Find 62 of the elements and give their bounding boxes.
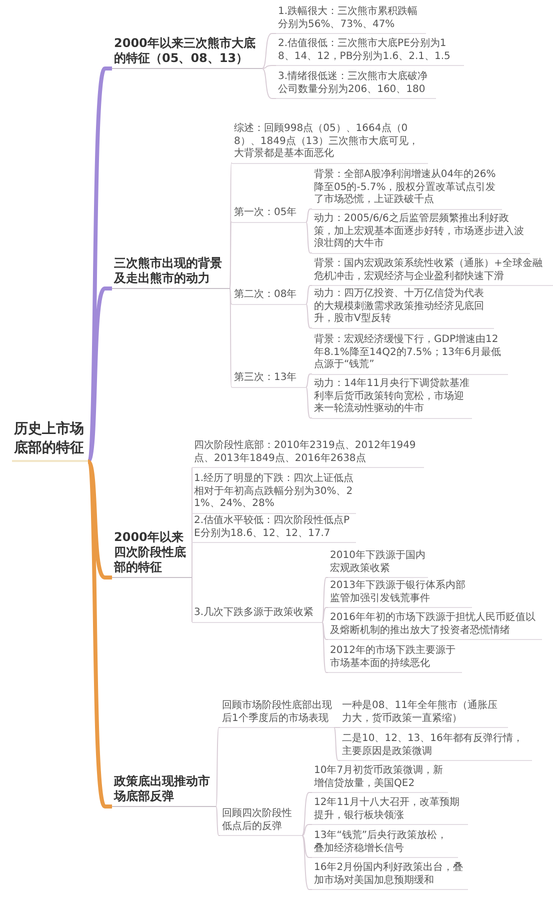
branch-line xyxy=(262,68,276,99)
branch-line xyxy=(230,288,232,388)
subtopic: 四次阶段性底部：2010年2319点、2012年1949点、2013年1849点、2016年2638点 xyxy=(192,440,424,468)
subtopic: 13年“钱荒”后央行政策放松，叠加经济稳增长信号 xyxy=(312,830,458,858)
branch-line xyxy=(230,288,232,304)
main-topic: 政策底出现推动市场底部反弹 xyxy=(112,774,216,807)
branch-line xyxy=(334,727,340,728)
branch-line xyxy=(302,835,312,890)
subtopic: 第一次：05年 xyxy=(232,207,306,222)
branch-line xyxy=(86,286,112,463)
subtopic: 2016年年初的市场下跌源于担忧人民币贬值以及熔断机制的推出放大了投资者恐慌情绪 xyxy=(328,612,542,640)
subtopic: 第二次：08年 xyxy=(232,289,306,304)
subtopic: 动力：2005/6/6之后监管层频繁推出利好政策，加上宏观基本面逐步好转，市场逐步进入波浪壮阔的大牛市 xyxy=(312,213,530,254)
subtopic: 2.估值水平较低：四次阶段性低点PE分别为18.6、12、12、17.7 xyxy=(192,515,356,543)
subtopic: 3.情绪很低迷：三次熊市大底破净公司数量分别为206、160、180 xyxy=(276,71,436,99)
branch-line xyxy=(86,460,112,580)
main-topic: 2000年以来三次熊市大底的特征（05、08、13） xyxy=(112,36,262,69)
central-topic: 历史上市场底部的特征 xyxy=(12,420,88,462)
subtopic: 动力：四万亿投资、十万亿信贷为代表的大规模刺激需求政策推动经济见底回升，股市V型反转 xyxy=(312,288,494,328)
subtopic: 第三次：13年 xyxy=(232,372,306,388)
branch-line xyxy=(306,222,312,254)
subtopic: 2012年的市场下跌主要源于市场基本面的持续恶化 xyxy=(328,645,462,673)
subtopic: 2010年下跌源于国内宏观政策收紧 xyxy=(328,550,428,578)
subtopic: 一种是08、11年全年熊市（通胀压力大，货币政策一直紧缩） xyxy=(340,700,508,728)
main-topic: 2000年以来四次阶段性底部的特征 xyxy=(112,530,192,578)
subtopic: 回顾四次阶段性低点后的反弹 xyxy=(220,808,302,836)
subtopic: 3.几次下跌多源于政策收紧 xyxy=(192,607,322,622)
branch-line xyxy=(216,727,220,807)
subtopic: 背景：宏观经济缓慢下行，GDP增速由12年8.1%降至14Q2的7.5%；13年6月最低点源于“钱荒” xyxy=(312,334,508,374)
subtopic: 回顾市场阶段性底部出现后1个季度后的市场表现 xyxy=(220,700,334,728)
branch-line xyxy=(334,727,340,761)
subtopic: 2013年下跌源于银行体系内部监管加强引发钱荒事件 xyxy=(328,580,472,608)
branch-line xyxy=(302,792,312,836)
branch-line xyxy=(322,622,328,640)
branch-line xyxy=(306,374,312,388)
subtopic: 10年7月初货币政策微调，新增信贷放量，美国QE2 xyxy=(312,765,448,793)
subtopic: 2.估值很低：三次熊市大底PE分别为18、14、12，PB分别为1.6、2.1、1.5 xyxy=(276,38,464,66)
branch-line xyxy=(322,577,328,622)
subtopic: 背景：国内宏观政策系统性收紧（通胀）+全球金融危机冲击，宏观经济与企业盈利都快速下滑 xyxy=(312,258,553,286)
branch-line xyxy=(306,208,312,222)
branch-line xyxy=(306,386,312,418)
subtopic: 综述：回顾998点（05）、1664点（08）、1849点（13）三次熊市大底可见，大背景都是基本面恶化 xyxy=(232,123,428,164)
subtopic: 1.经历了明显的下跌：四次上证低点相对于年初高点跌幅分别为30%、21%、24%、28% xyxy=(192,473,356,514)
subtopic: 12年11月十八大召开，改革预期提升，银行板块领涨 xyxy=(312,797,468,825)
branch-line xyxy=(306,285,312,304)
branch-line xyxy=(230,222,232,289)
branch-line xyxy=(262,65,276,69)
subtopic: 二是10、12、13、16年都有反弹行情，主要原因是政策微调 xyxy=(340,733,532,761)
branch-line xyxy=(262,33,276,69)
subtopic: 背景：全部A股净利润增速从04年的26%降至05的-5.7%，股权分置改革试点引发了市场恐慌，上证跌破千点 xyxy=(312,169,502,210)
subtopic: 1.跌幅很大：三次熊市累积跌幅分别为56%、73%、47% xyxy=(276,6,426,34)
main-topic: 三次熊市出现的背景及走出熊市的动力 xyxy=(112,256,230,289)
branch-line xyxy=(86,66,112,462)
branch-line xyxy=(302,824,312,836)
branch-line xyxy=(306,304,312,328)
branch-line xyxy=(322,622,328,673)
branch-line xyxy=(302,835,312,858)
branch-line xyxy=(86,460,112,808)
subtopic: 动力：14年11月央行下调贷款基准利率后货币政策转向宽松，市场迎来一轮流动性驱动的牛市 xyxy=(312,378,472,418)
branch-line xyxy=(216,806,220,836)
branch-line xyxy=(322,607,328,622)
subtopic: 16年2月份国内利好政策出台，叠加市场对美国加息预期缓和 xyxy=(312,862,468,890)
